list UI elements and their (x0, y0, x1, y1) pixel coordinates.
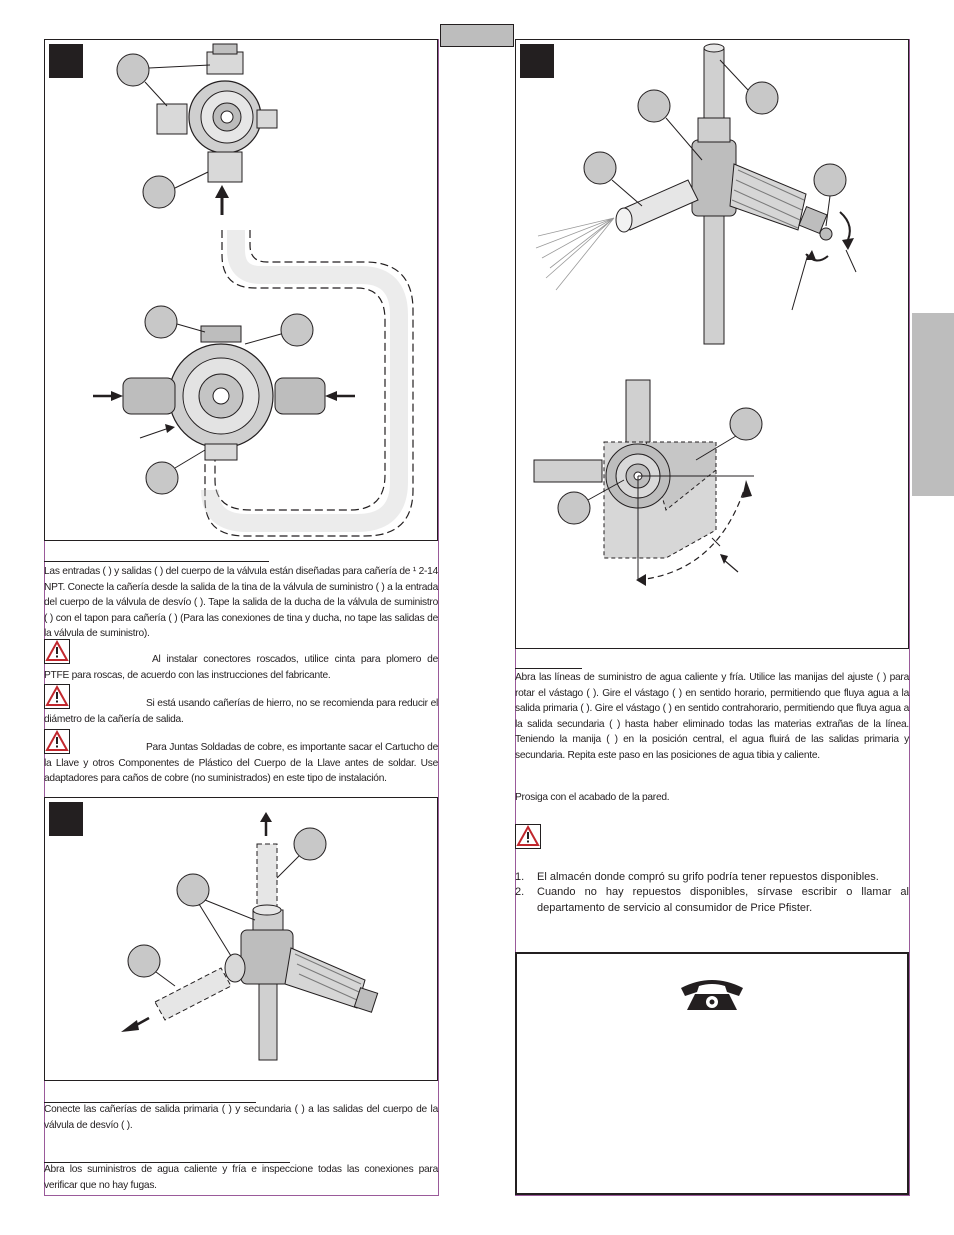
left-paragraph-3: Abra los suministros de agua caliente y … (44, 1164, 438, 1191)
section-rule (44, 561, 269, 562)
step-number-box (520, 44, 554, 78)
list-text: El almacén donde compró su grifo podría … (537, 871, 879, 883)
list-number: 2. (515, 886, 525, 898)
warning-text-2: Si está usando cañerías de hierro, no se… (44, 698, 438, 725)
contact-box (515, 952, 909, 1195)
step-number-box (49, 802, 83, 836)
parts-list: 1. El almacén donde compró su grifo podr… (515, 870, 909, 918)
warning-triangle-icon (44, 729, 70, 754)
page-number-tab (440, 24, 514, 47)
step-number-box (49, 44, 83, 78)
section-rule (515, 668, 582, 669)
warning-text-3: Para Juntas Soldadas de cobre, es import… (44, 742, 438, 784)
warning-text-1: Al instalar conectores roscados, utilice… (44, 654, 438, 681)
figure-3-panel (515, 39, 909, 649)
left-paragraph-2: Conecte las cañerías de salida primaria … (44, 1104, 438, 1131)
right-paragraph-2: Prosiga con el acabado de la pared. (515, 792, 670, 803)
warning-triangle-icon (515, 824, 541, 849)
list-item: 2. Cuando no hay repuestos disponibles, … (515, 885, 909, 917)
telephone-icon (681, 980, 743, 1010)
supply-valve-diagram (93, 43, 414, 537)
warning-triangle-icon (44, 684, 70, 709)
list-item: 1. El almacén donde compró su grifo podr… (515, 870, 909, 886)
section-side-tab (912, 313, 954, 496)
diverter-valve-diagram (121, 812, 379, 1061)
figure-2-panel (44, 797, 438, 1081)
flushing-diagram (533, 43, 857, 586)
list-number: 1. (515, 871, 525, 883)
figure-1-panel (44, 39, 438, 541)
warning-triangle-icon (44, 639, 70, 664)
right-paragraph-1: Abra las líneas de suministro de agua ca… (515, 672, 909, 761)
left-paragraph-1: Las entradas ( ) y salidas ( ) del cuerp… (44, 566, 438, 639)
list-text: Cuando no hay repuestos disponibles, sír… (537, 886, 909, 914)
section-rule (44, 1102, 256, 1103)
section-rule (44, 1162, 290, 1163)
